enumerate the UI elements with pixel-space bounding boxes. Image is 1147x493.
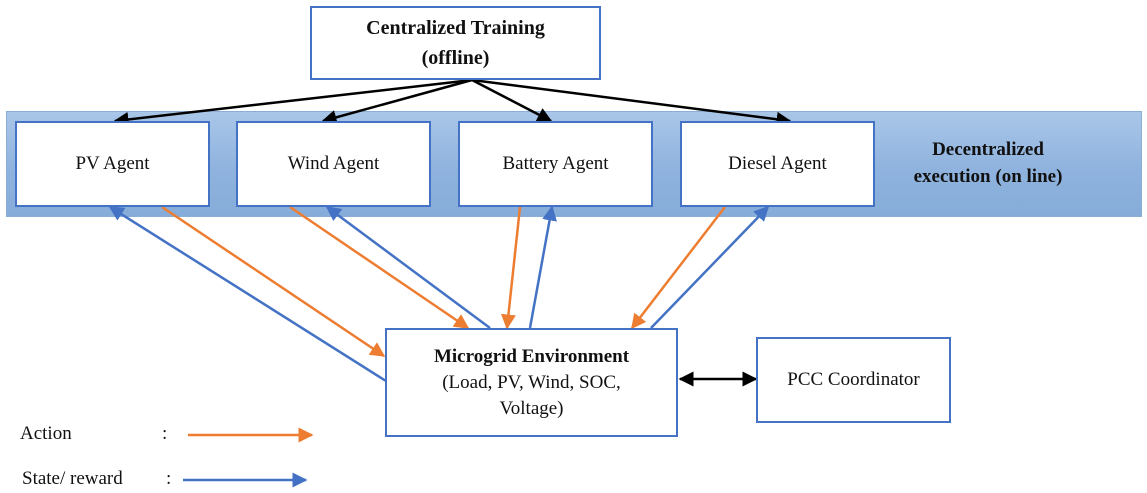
diesel-agent-label: Diesel Agent	[728, 153, 827, 174]
environment-line3: Voltage)	[499, 397, 564, 419]
training-arrow-pv	[113, 78, 473, 127]
centralized-training-title: Centralized Training	[366, 17, 545, 39]
decentralized-label-line2: execution (on line)	[913, 166, 1063, 187]
decentralized-label-line1: Decentralized	[932, 139, 1044, 160]
action-arrow-wind	[289, 205, 470, 330]
wind-agent-label: Wind Agent	[287, 153, 380, 174]
environment-line2: (Load, PV, Wind, SOC,	[442, 371, 621, 393]
state-arrow-battery	[528, 205, 557, 329]
training-arrow-wind	[321, 78, 473, 125]
pv-agent-label: PV Agent	[75, 153, 150, 174]
pv-agent-box: PV Agent	[15, 121, 210, 207]
legend-action-separator: :	[162, 423, 168, 444]
state-arrow-diesel	[650, 205, 770, 329]
environment-title: Microgrid Environment	[433, 345, 630, 367]
training-arrow-diesel	[471, 78, 792, 127]
battery-agent-box: Battery Agent	[458, 121, 653, 207]
diesel-agent-box: Diesel Agent	[680, 121, 875, 207]
legend-action-label: Action	[20, 423, 72, 444]
battery-agent-label: Battery Agent	[502, 153, 609, 174]
training-arrow-battery	[471, 78, 553, 123]
pcc-coordinator-box: PCC Coordinator	[756, 337, 951, 423]
legend-state-label: State/ reward	[22, 468, 123, 489]
pcc-coordinator-label: PCC Coordinator	[787, 369, 920, 390]
state-arrow-pv	[108, 205, 387, 383]
wind-agent-box: Wind Agent	[236, 121, 431, 207]
centralized-training-box: Centralized Training (offline)	[310, 6, 601, 80]
action-arrow-diesel	[631, 206, 726, 330]
state-arrow-wind	[325, 205, 491, 330]
centralized-training-subtitle: (offline)	[421, 47, 490, 69]
action-arrow-pv	[161, 205, 386, 358]
microgrid-environment-box: Microgrid Environment (Load, PV, Wind, S…	[385, 328, 678, 437]
legend-state-separator: :	[166, 468, 172, 489]
action-arrow-battery	[500, 206, 522, 330]
decentralized-execution-label: Decentralized execution (on line)	[888, 136, 1088, 190]
